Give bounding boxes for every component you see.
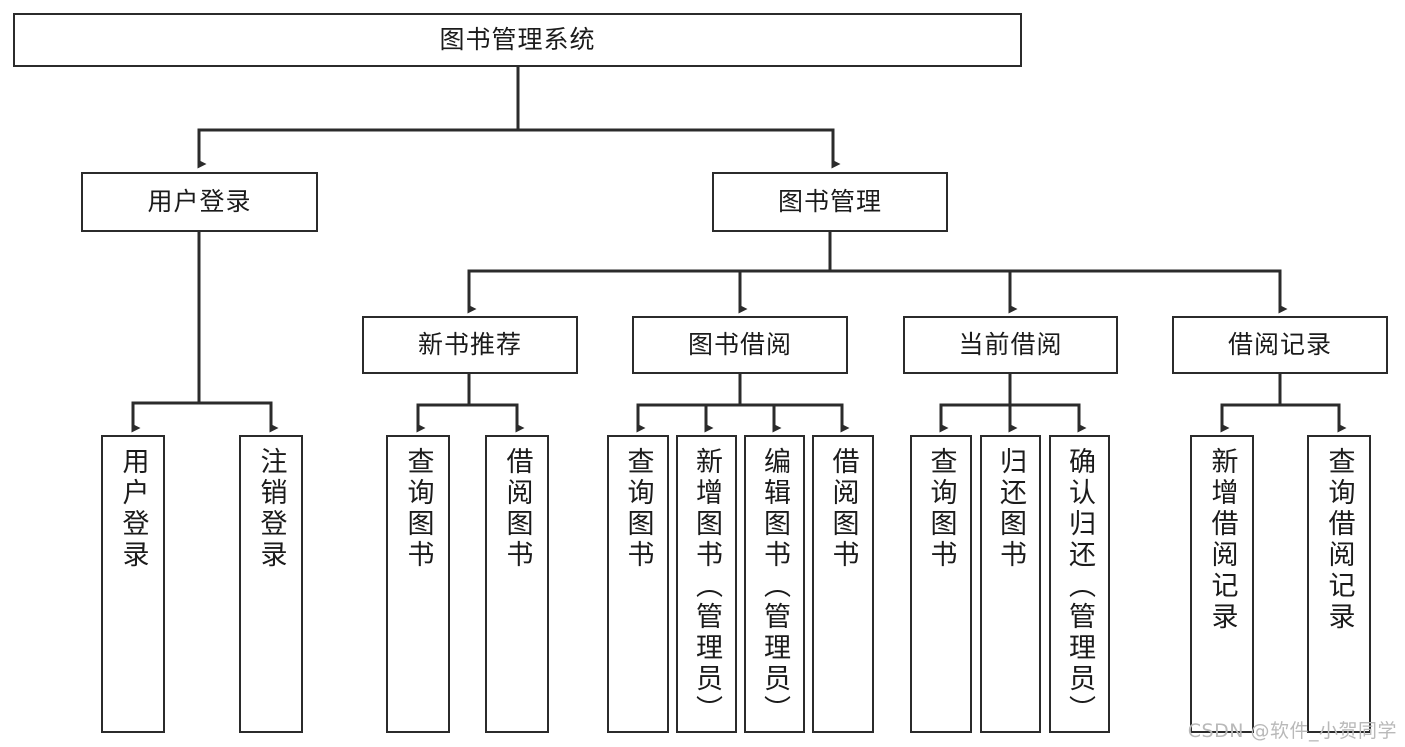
- node-label: 查询图书: [925, 447, 957, 571]
- leaf-book-borrow-query[interactable]: 查询图书: [607, 435, 669, 733]
- node-new-book-recommend[interactable]: 新书推荐: [362, 316, 578, 374]
- node-root-system[interactable]: 图书管理系统: [13, 13, 1022, 67]
- node-book-borrow[interactable]: 图书借阅: [632, 316, 848, 374]
- node-label: 图书管理系统: [439, 25, 596, 55]
- node-label: 新增图书（管理员）: [691, 447, 722, 726]
- node-current-borrow[interactable]: 当前借阅: [903, 316, 1118, 374]
- node-label: 借阅记录: [1227, 330, 1332, 360]
- node-label: 编辑图书（管理员）: [759, 447, 790, 726]
- leaf-current-borrow-return[interactable]: 归还图书: [980, 435, 1041, 733]
- node-label: 确认归还（管理员）: [1064, 447, 1095, 726]
- node-label: 借阅图书: [827, 447, 859, 571]
- csdn-watermark: CSDN @软件_小贺同学: [1187, 720, 1397, 742]
- node-label: 图书管理: [777, 187, 882, 217]
- node-label: 注销登录: [255, 447, 287, 571]
- leaf-current-borrow-query[interactable]: 查询图书: [910, 435, 972, 733]
- node-label: 归还图书: [995, 447, 1026, 571]
- node-label: 查询图书: [402, 447, 434, 571]
- node-book-management[interactable]: 图书管理: [712, 172, 948, 232]
- leaf-book-borrow-borrow[interactable]: 借阅图书: [812, 435, 874, 733]
- leaf-book-borrow-add[interactable]: 新增图书（管理员）: [676, 435, 737, 733]
- leaf-borrow-record-add[interactable]: 新增借阅记录: [1190, 435, 1254, 733]
- node-label: 新增借阅记录: [1206, 447, 1238, 633]
- leaf-current-borrow-confirm-return[interactable]: 确认归还（管理员）: [1049, 435, 1110, 733]
- node-label: 新书推荐: [417, 330, 522, 360]
- node-label: 用户登录: [117, 447, 149, 571]
- node-label: 当前借阅: [958, 330, 1063, 360]
- leaf-new-book-borrow[interactable]: 借阅图书: [485, 435, 549, 733]
- node-label: 图书借阅: [687, 330, 792, 360]
- node-borrow-record[interactable]: 借阅记录: [1172, 316, 1388, 374]
- leaf-new-book-query[interactable]: 查询图书: [386, 435, 450, 733]
- node-label: 借阅图书: [501, 447, 533, 571]
- leaf-user-login-login[interactable]: 用户登录: [101, 435, 165, 733]
- leaf-user-login-logout[interactable]: 注销登录: [239, 435, 303, 733]
- node-label: 查询图书: [622, 447, 654, 571]
- leaf-borrow-record-query[interactable]: 查询借阅记录: [1307, 435, 1371, 733]
- node-label: 查询借阅记录: [1323, 447, 1355, 633]
- node-label: 用户登录: [147, 187, 252, 217]
- node-user-login[interactable]: 用户登录: [81, 172, 318, 232]
- leaf-book-borrow-edit[interactable]: 编辑图书（管理员）: [744, 435, 805, 733]
